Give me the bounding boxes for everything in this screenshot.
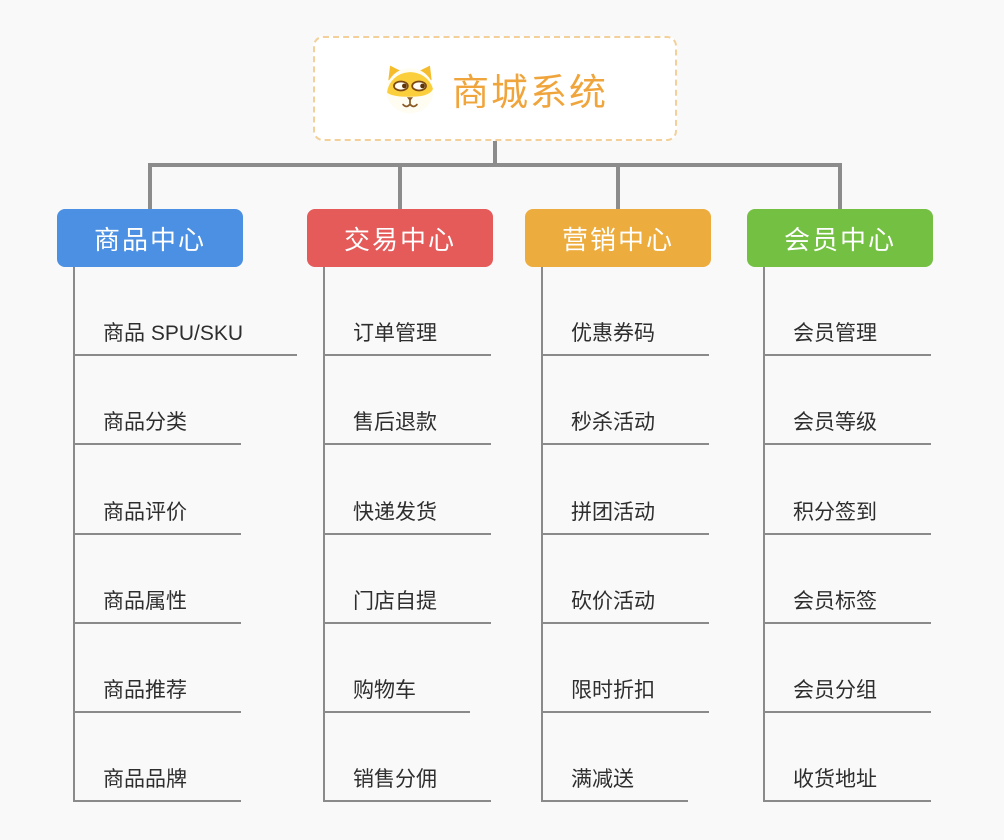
- leaf-node[interactable]: 商品分类: [103, 411, 187, 434]
- root-title: 商城系统: [452, 71, 608, 113]
- leaf-underline: [323, 711, 470, 713]
- leaf-node[interactable]: 销售分佣: [353, 768, 437, 791]
- leaf-underline: [73, 622, 241, 624]
- leaf-node[interactable]: 限时折扣: [571, 679, 655, 702]
- leaf-underline: [323, 800, 491, 802]
- leaf-underline: [763, 711, 931, 713]
- dog-face-icon: [382, 63, 438, 115]
- leaf-underline: [763, 622, 931, 624]
- branch-node-1[interactable]: 商品中心: [57, 209, 243, 267]
- leaf-underline: [541, 533, 709, 535]
- connector-drop-3: [616, 163, 620, 209]
- leaf-underline: [541, 354, 709, 356]
- leaf-node[interactable]: 会员分组: [793, 679, 877, 702]
- leaf-underline: [763, 354, 931, 356]
- connector-bus: [148, 163, 842, 167]
- leaf-node[interactable]: 商品属性: [103, 590, 187, 613]
- branch-node-2[interactable]: 交易中心: [307, 209, 493, 267]
- leaf-node[interactable]: 砍价活动: [571, 590, 655, 613]
- leaf-node[interactable]: 售后退款: [353, 411, 437, 434]
- leaf-underline: [541, 800, 688, 802]
- leaf-node[interactable]: 满减送: [571, 768, 634, 791]
- connector-drop-2: [398, 163, 402, 209]
- leaf-underline: [541, 711, 709, 713]
- leaf-node[interactable]: 商品评价: [103, 501, 187, 524]
- leaf-node[interactable]: 积分签到: [793, 501, 877, 524]
- connector-drop-4: [838, 163, 842, 209]
- leaf-underline: [73, 443, 241, 445]
- leaf-node[interactable]: 会员管理: [793, 322, 877, 345]
- leaf-underline: [541, 622, 709, 624]
- leaf-underline: [323, 443, 491, 445]
- leaf-node[interactable]: 商品推荐: [103, 679, 187, 702]
- leaf-node[interactable]: 门店自提: [353, 590, 437, 613]
- leaf-node[interactable]: 订单管理: [353, 322, 437, 345]
- root-node[interactable]: 商城系统: [313, 36, 677, 141]
- leaf-node[interactable]: 商品 SPU/SKU: [103, 322, 244, 345]
- leaf-underline: [763, 443, 931, 445]
- connector-root-stem: [493, 141, 497, 167]
- leaf-node[interactable]: 优惠券码: [571, 322, 655, 345]
- leaf-node[interactable]: 快递发货: [353, 501, 437, 524]
- branch-node-4[interactable]: 会员中心: [747, 209, 933, 267]
- leaf-underline: [73, 711, 241, 713]
- leaf-underline: [323, 622, 491, 624]
- leaf-node[interactable]: 会员标签: [793, 590, 877, 613]
- leaf-node[interactable]: 拼团活动: [571, 501, 655, 524]
- leaf-underline: [323, 533, 491, 535]
- leaf-node[interactable]: 商品品牌: [103, 768, 187, 791]
- leaf-underline: [73, 533, 241, 535]
- leaf-node[interactable]: 收货地址: [793, 768, 877, 791]
- leaf-underline: [73, 354, 297, 356]
- leaf-node[interactable]: 会员等级: [793, 411, 877, 434]
- connector-drop-1: [148, 163, 152, 209]
- leaf-node[interactable]: 购物车: [353, 679, 416, 702]
- leaf-node[interactable]: 秒杀活动: [571, 411, 655, 434]
- leaf-underline: [541, 443, 709, 445]
- branch-node-3[interactable]: 营销中心: [525, 209, 711, 267]
- leaf-underline: [323, 354, 491, 356]
- leaf-underline: [763, 533, 931, 535]
- leaf-underline: [763, 800, 931, 802]
- leaf-underline: [73, 800, 241, 802]
